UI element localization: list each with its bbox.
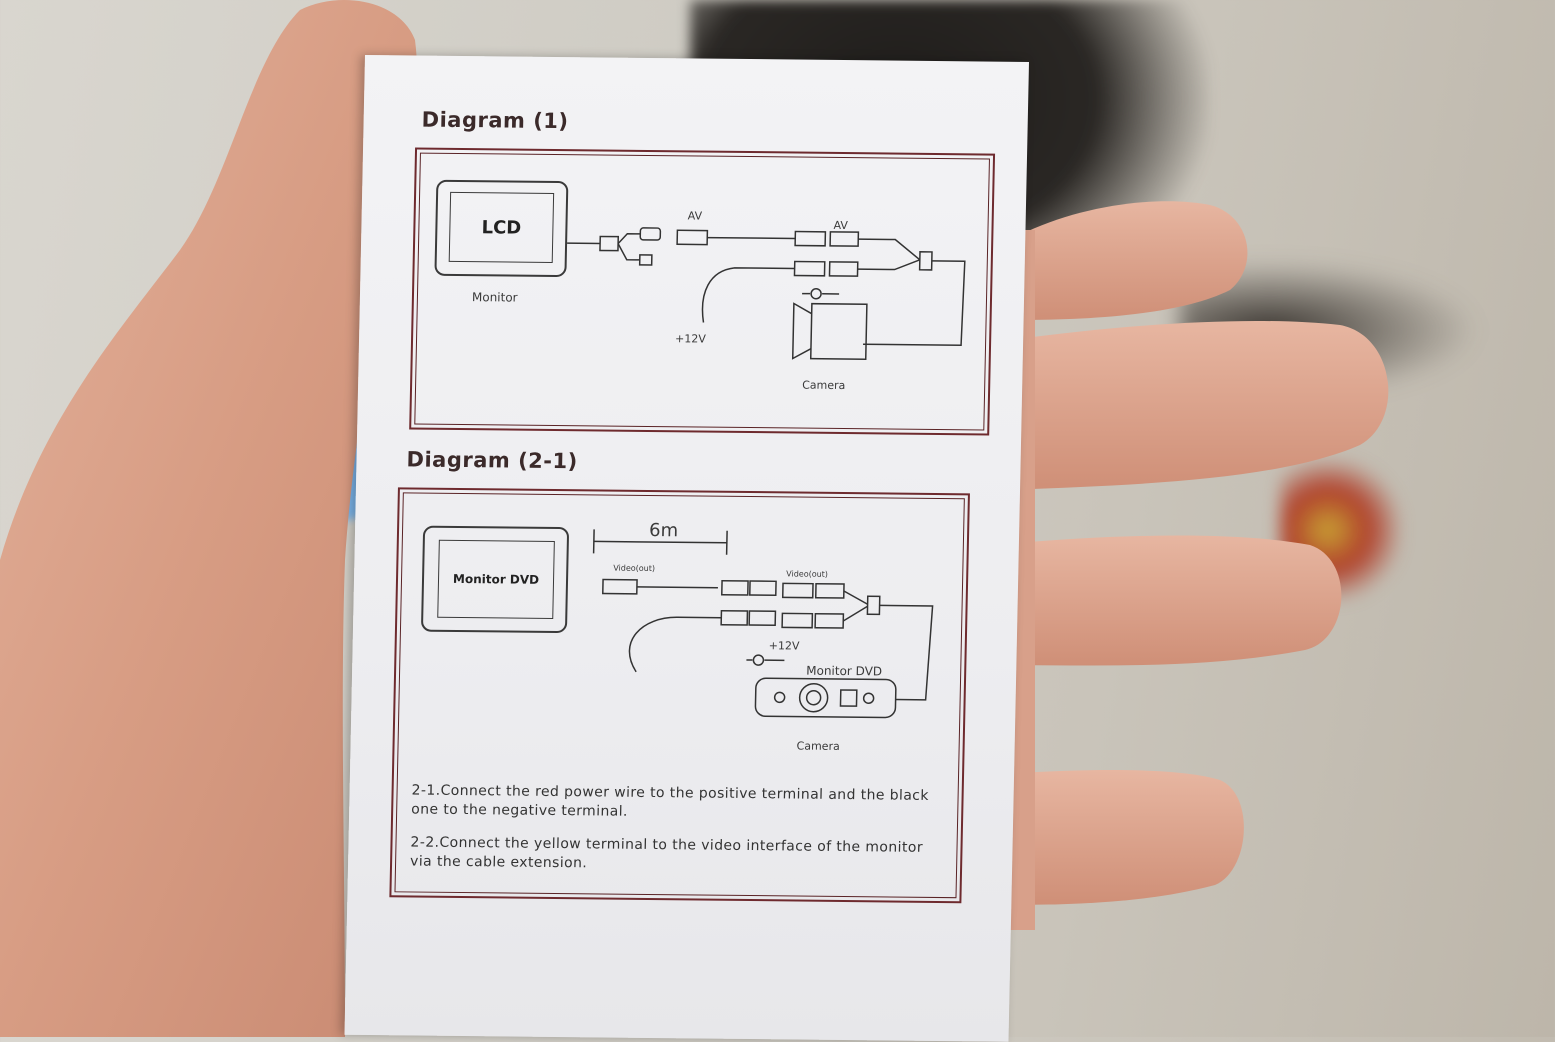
diagram-1-title: Diagram (1) (421, 107, 569, 134)
diagram-1-wiring (567, 227, 966, 361)
diagram-2-1-title: Diagram (2-1) (406, 447, 578, 474)
diagram-2-1-frame: Monitor DVD 6m Video(out) Video(out) +12… (389, 487, 970, 904)
instruction-2-2: 2-2.Connect the yellow terminal to the v… (409, 834, 924, 872)
diagram-2-1-wiring (592, 529, 934, 719)
instruction-2-1: 2-1.Connect the red power wire to the po… (411, 782, 930, 820)
diagram-1-frame: LCD Monitor AV AV +12V Camera (409, 147, 996, 436)
instruction-card: Diagram (1) LCD Monitor AV AV +12V Camer… (344, 55, 1029, 1042)
